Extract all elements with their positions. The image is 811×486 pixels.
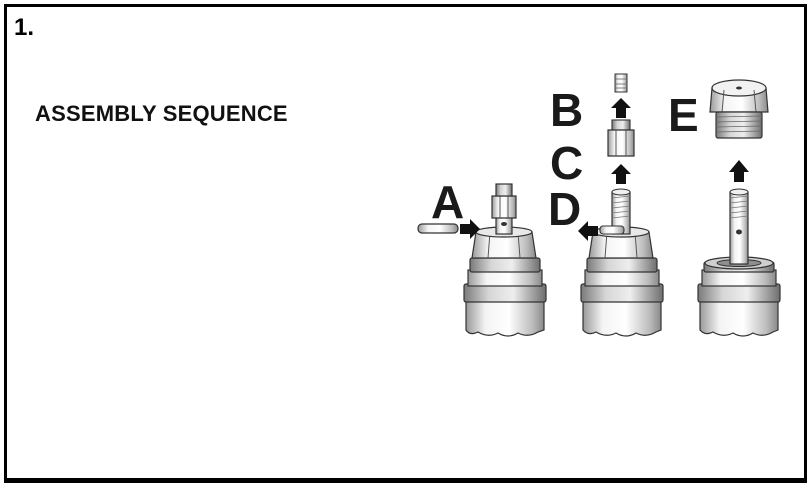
step-number: 1. bbox=[14, 14, 35, 41]
label-e: E bbox=[668, 89, 699, 141]
arrow-a bbox=[460, 219, 480, 239]
long-stem-e bbox=[729, 188, 749, 265]
arrow-b bbox=[611, 98, 631, 118]
arrow-d bbox=[578, 221, 598, 241]
arrow-e bbox=[729, 160, 749, 182]
hex-nut-c bbox=[607, 119, 635, 157]
assembly-sequence-heading: ASSEMBLY SEQUENCE bbox=[35, 101, 288, 126]
label-c: C bbox=[550, 137, 583, 189]
valve-body-e bbox=[697, 256, 781, 337]
bottom-border bbox=[4, 478, 807, 483]
hex-nut-a bbox=[491, 183, 517, 219]
hex-cap-e bbox=[709, 79, 769, 139]
assembly-a: A bbox=[417, 176, 547, 337]
valve-body-bcd bbox=[580, 226, 664, 337]
label-a: A bbox=[431, 176, 464, 228]
assembly-e: E bbox=[668, 79, 781, 337]
valve-cap-b bbox=[614, 73, 628, 93]
arrow-c bbox=[611, 164, 631, 184]
label-b: B bbox=[550, 84, 583, 136]
pin-a bbox=[417, 223, 459, 234]
assembly-bcd: D C B bbox=[548, 73, 664, 337]
threaded-stem bbox=[611, 188, 631, 235]
label-d: D bbox=[548, 183, 581, 235]
pin-d bbox=[599, 225, 625, 235]
valve-body-a bbox=[463, 226, 547, 337]
